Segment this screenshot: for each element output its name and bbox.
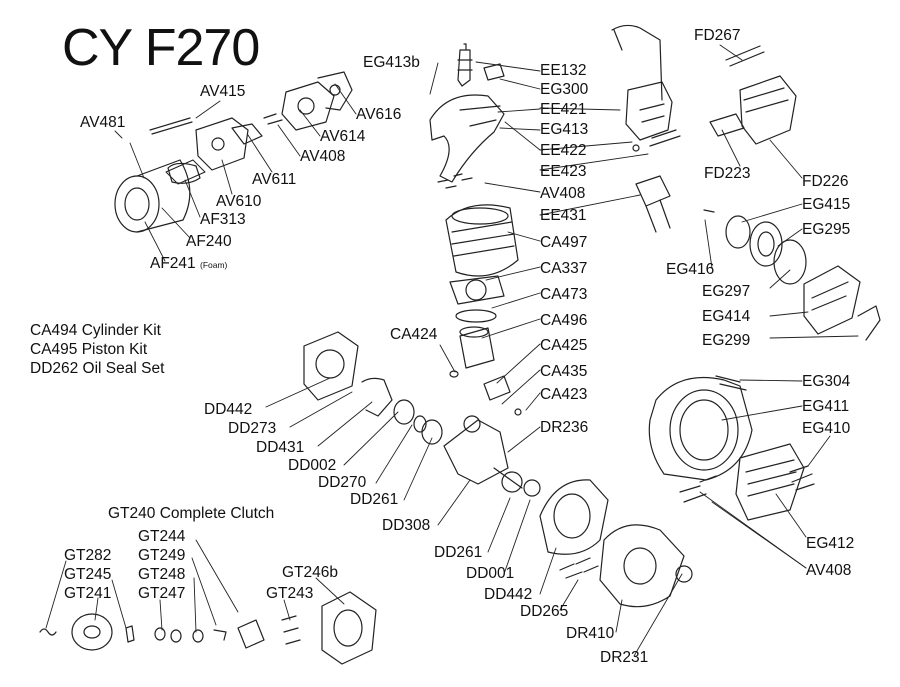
part-label-GT247: GT247 <box>138 585 186 602</box>
part-label-DD442-right: DD442 <box>484 586 533 603</box>
starter-group <box>703 209 881 341</box>
part-label-DD265: DD265 <box>520 603 569 620</box>
clutch-note: GT240 Complete Clutch <box>108 505 275 522</box>
leader-lines <box>45 44 859 657</box>
part-label-CA496: CA496 <box>540 312 588 329</box>
part-label-GT244: GT244 <box>138 528 186 545</box>
part-label-DD273: DD273 <box>228 420 277 437</box>
part-label-AF241: AF241 (Foam) <box>150 255 228 272</box>
part-label-FD223: FD223 <box>704 165 751 182</box>
part-label-DD001: DD001 <box>466 565 515 582</box>
kit-line-piston: CA495 Piston Kit <box>30 340 148 358</box>
part-label-CA425: CA425 <box>540 337 588 354</box>
part-label-EG411: EG411 <box>802 398 850 415</box>
crankcase-group <box>303 331 693 608</box>
part-label-AV614: AV614 <box>320 128 366 145</box>
part-label-DD442-left: DD442 <box>204 401 253 418</box>
part-label-EG415: EG415 <box>802 196 851 213</box>
part-label-EG412: EG412 <box>806 535 855 552</box>
part-label-AV616: AV616 <box>356 106 402 123</box>
part-label-AV610: AV610 <box>216 193 262 210</box>
part-label-EG410: EG410 <box>802 420 851 437</box>
part-label-GT282: GT282 <box>64 547 112 564</box>
part-label-EE431: EE431 <box>540 207 587 224</box>
part-label-CA473: CA473 <box>540 286 588 303</box>
part-label-AV481: AV481 <box>80 114 126 131</box>
part-label-EG300: EG300 <box>540 81 589 98</box>
part-label-EG297: EG297 <box>702 283 751 300</box>
part-label-CA497: CA497 <box>540 234 588 251</box>
carburetor-group <box>149 71 353 171</box>
part-label-CA435: CA435 <box>540 363 588 380</box>
foam-note: (Foam) <box>199 260 228 270</box>
kit-line-oil-seal: DD262 Oil Seal Set <box>30 359 165 377</box>
part-label-EG416: EG416 <box>666 261 715 278</box>
kit-list: CA494 Cylinder Kit CA495 Piston Kit DD26… <box>30 322 164 379</box>
part-label-EG413: EG413 <box>540 121 589 138</box>
part-label-AF240: AF240 <box>186 233 232 250</box>
part-label-GT246b: GT246b <box>282 564 339 581</box>
part-label-FD267: FD267 <box>694 27 741 44</box>
part-label-EG295: EG295 <box>802 221 851 238</box>
part-label-CA337: CA337 <box>540 260 588 277</box>
part-label-EG414: EG414 <box>702 308 751 325</box>
part-label-EE422: EE422 <box>540 142 587 159</box>
part-label-DR231: DR231 <box>600 649 649 666</box>
part-label-DD270: DD270 <box>318 474 367 491</box>
part-label-FD226: FD226 <box>802 173 849 190</box>
diagram-title: CY F270 <box>62 19 260 77</box>
part-label-EE423: EE423 <box>540 163 587 180</box>
cylinder-group <box>437 173 522 416</box>
part-label-DD261-right: DD261 <box>434 544 483 561</box>
top-end-group <box>429 24 681 233</box>
part-label-EG413b: EG413b <box>363 54 420 71</box>
part-label-AF313: AF313 <box>200 211 246 228</box>
part-label-EG299: EG299 <box>702 332 751 349</box>
muffler-group <box>709 45 797 145</box>
part-label-AV408-carb: AV408 <box>300 148 346 165</box>
part-label-AV611: AV611 <box>252 171 297 188</box>
part-label-DD308: DD308 <box>382 517 431 534</box>
part-label-GT245: GT245 <box>64 566 112 583</box>
part-label-DD261-left: DD261 <box>350 491 399 508</box>
part-label-GT243: GT243 <box>266 585 314 602</box>
air-filter-group <box>114 159 206 233</box>
fan-housing-group <box>648 375 815 521</box>
part-label-DD431: DD431 <box>256 439 305 456</box>
part-label-DR236: DR236 <box>540 419 589 436</box>
part-label-EE421: EE421 <box>540 101 587 118</box>
part-label-AV408-housing: AV408 <box>806 562 852 579</box>
part-label-DD002: DD002 <box>288 457 337 474</box>
part-label-EE132: EE132 <box>540 62 587 79</box>
part-label-AV415: AV415 <box>200 83 246 100</box>
kit-line-cylinder: CA494 Cylinder Kit <box>30 322 161 339</box>
part-label-GT241: GT241 <box>64 585 112 602</box>
part-label-EG304: EG304 <box>802 373 851 390</box>
part-label-GT249: GT249 <box>138 547 186 564</box>
part-label-DR410: DR410 <box>566 625 615 642</box>
clutch-group <box>39 591 377 665</box>
part-label-AV408-top: AV408 <box>540 185 586 202</box>
part-label-GT248: GT248 <box>138 566 186 583</box>
part-label-CA424: CA424 <box>390 326 438 343</box>
part-label-CA423: CA423 <box>540 386 588 403</box>
